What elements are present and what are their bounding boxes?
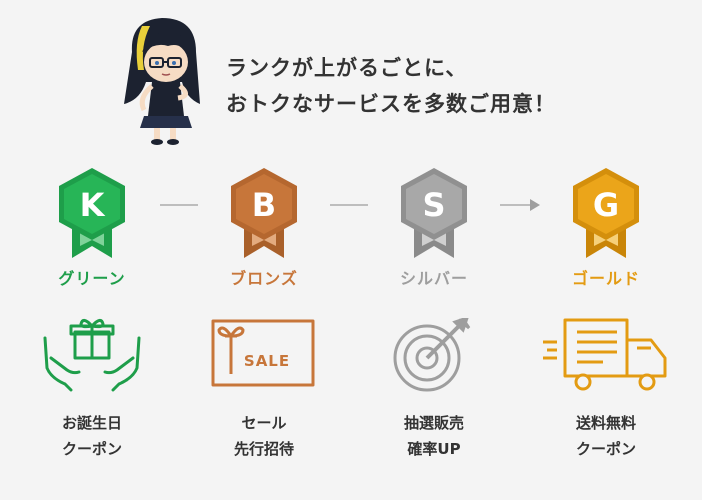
rank-label-green: グリーン bbox=[58, 269, 126, 288]
benefit-line-1: 送料無料 bbox=[575, 414, 636, 432]
sale-ticket-text: SALE bbox=[244, 352, 290, 370]
benefit-birthday-coupon: お誕生日 クーポン bbox=[17, 318, 167, 462]
rank-label-silver: シルバー bbox=[399, 269, 468, 288]
sale-ticket-icon: SALE bbox=[211, 319, 315, 387]
rank-gold: G ゴールド bbox=[556, 166, 656, 296]
arrow-right-icon bbox=[530, 199, 540, 211]
badge-letter: S bbox=[422, 186, 445, 224]
benefit-line-2: クーポン bbox=[575, 440, 636, 458]
headline-line-1: ランクが上がるごとに、 bbox=[226, 56, 468, 80]
headline: ランクが上がるごとに、 おトクなサービスを多数ご用意！ bbox=[226, 50, 556, 122]
rank-label-gold: ゴールド bbox=[571, 269, 640, 288]
rank-silver: S シルバー bbox=[384, 166, 484, 296]
mascot-character bbox=[124, 18, 200, 145]
rank-connector bbox=[160, 204, 198, 206]
benefit-line-1: 抽選販売 bbox=[403, 414, 464, 432]
target-arrow-icon bbox=[393, 318, 471, 392]
benefit-line-1: お誕生日 bbox=[61, 414, 122, 432]
badge-g-icon: G bbox=[573, 168, 639, 258]
rank-connector-arrow bbox=[500, 204, 530, 206]
rank-label-bronze: ブロンズ bbox=[230, 269, 298, 288]
rank-connector bbox=[330, 204, 368, 206]
rank-green: K グリーン bbox=[42, 166, 142, 296]
benefit-sale-invite: SALE セール 先行招待 bbox=[189, 318, 339, 462]
benefit-line-2: 先行招待 bbox=[233, 440, 294, 458]
benefit-line-1: セール bbox=[241, 414, 287, 432]
benefit-line-2: クーポン bbox=[61, 440, 122, 458]
badge-s-icon: S bbox=[401, 168, 467, 258]
rank-bronze: B ブロンズ bbox=[214, 166, 314, 296]
gift-hands-icon bbox=[43, 319, 141, 392]
delivery-truck-icon bbox=[543, 318, 667, 391]
headline-line-2: おトクなサービスを多数ご用意！ bbox=[226, 92, 556, 116]
benefit-line-2: 確率UP bbox=[407, 440, 461, 458]
badge-k-icon: K bbox=[59, 168, 125, 258]
badge-letter: K bbox=[80, 186, 106, 224]
badge-letter: B bbox=[252, 186, 276, 224]
benefit-lottery-up: 抽選販売 確率UP bbox=[359, 318, 509, 462]
badge-letter: G bbox=[593, 186, 619, 224]
benefit-free-shipping: 送料無料 クーポン bbox=[531, 318, 681, 462]
badge-b-icon: B bbox=[231, 168, 297, 258]
